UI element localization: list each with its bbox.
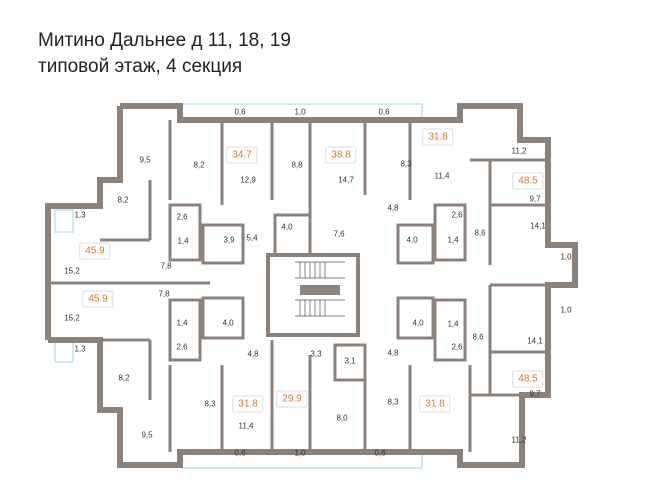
apartment-area-badge: 34.7 [226, 146, 258, 164]
apartment-area-badge: 31.8 [422, 128, 454, 146]
room-area: 11,2 [511, 146, 527, 156]
plan-title: Митино Дальнее д 11, 18, 19 [38, 30, 291, 51]
room-area: 11,4 [238, 421, 254, 431]
room-area: 1,3 [74, 210, 86, 220]
exterior-walls [45, 103, 578, 468]
room-area: 4,8 [387, 348, 399, 358]
apartment-area-badge: 45.9 [82, 290, 114, 308]
room-area: 4,0 [406, 235, 418, 245]
room-area: 11,2 [511, 435, 527, 445]
room-area: 2,6 [176, 342, 188, 352]
room-area: 4,0 [412, 318, 424, 328]
room-area: 8,2 [117, 195, 129, 205]
apartment-area-badge: 45.9 [79, 242, 111, 260]
room-area: 9,5 [141, 430, 153, 440]
room-area: 7,8 [160, 261, 172, 271]
room-area: 0,6 [234, 448, 246, 458]
room-area: 11,4 [434, 171, 450, 181]
room-area: 8,2 [118, 373, 130, 383]
room-area: 1,4 [447, 319, 459, 329]
room-area: 8,6 [474, 228, 486, 238]
room-area: 12,9 [240, 175, 256, 185]
room-area: 4,0 [222, 318, 234, 328]
room-area: 2,6 [451, 210, 463, 220]
apartment-area-badge: 31.8 [419, 395, 451, 413]
room-area: 8,3 [387, 397, 399, 407]
room-area: 4,8 [247, 349, 259, 359]
room-area: 8,0 [336, 413, 348, 423]
stairwell [266, 253, 360, 337]
room-area: 0,6 [378, 107, 390, 117]
room-area: 8,3 [204, 399, 216, 409]
room-area: 7,8 [158, 289, 170, 299]
room-area: 8,8 [291, 160, 303, 170]
room-area: 1,0 [294, 448, 306, 458]
room-area: 0,6 [234, 107, 246, 117]
room-area: 0,6 [374, 448, 386, 458]
room-area: 8,2 [193, 160, 205, 170]
room-area: 1,4 [447, 235, 459, 245]
room-area: 15,2 [64, 266, 80, 276]
room-area: 8,6 [472, 332, 484, 342]
room-area: 3,1 [344, 356, 356, 366]
plan-subtitle: типовой этаж, 4 секция [38, 56, 243, 77]
room-area: 9,5 [139, 155, 151, 165]
room-area: 1,4 [177, 236, 189, 246]
room-area: 3,3 [310, 349, 322, 359]
room-area: 4,8 [387, 203, 399, 213]
room-area: 1,3 [74, 344, 86, 354]
room-area: 9,7 [529, 389, 541, 399]
room-area: 1,0 [294, 107, 306, 117]
room-area: 1,4 [176, 318, 188, 328]
room-area: 3,9 [223, 235, 235, 245]
room-area: 14,7 [338, 175, 354, 185]
apartment-area-badge: 38.8 [325, 146, 357, 164]
room-area: 15,2 [64, 313, 80, 323]
apartment-area-badge: 48.5 [512, 370, 544, 388]
room-area: 7,6 [333, 229, 345, 239]
room-area: 1,0 [560, 252, 572, 262]
room-area: 14,1 [530, 221, 546, 231]
apartment-area-badge: 48.5 [512, 172, 544, 190]
room-area: 2,6 [451, 342, 463, 352]
room-area: 4,0 [281, 222, 293, 232]
room-area: 1,0 [560, 305, 572, 315]
room-area: 5,4 [246, 233, 258, 243]
apartment-area-badge: 31.8 [232, 395, 264, 413]
room-area: 2,6 [176, 212, 188, 222]
apartment-area-badge: 29.9 [276, 390, 308, 408]
room-area: 9,7 [529, 194, 541, 204]
interior-walls [48, 120, 548, 452]
room-area: 8,3 [400, 159, 412, 169]
room-area: 14,1 [527, 336, 543, 346]
